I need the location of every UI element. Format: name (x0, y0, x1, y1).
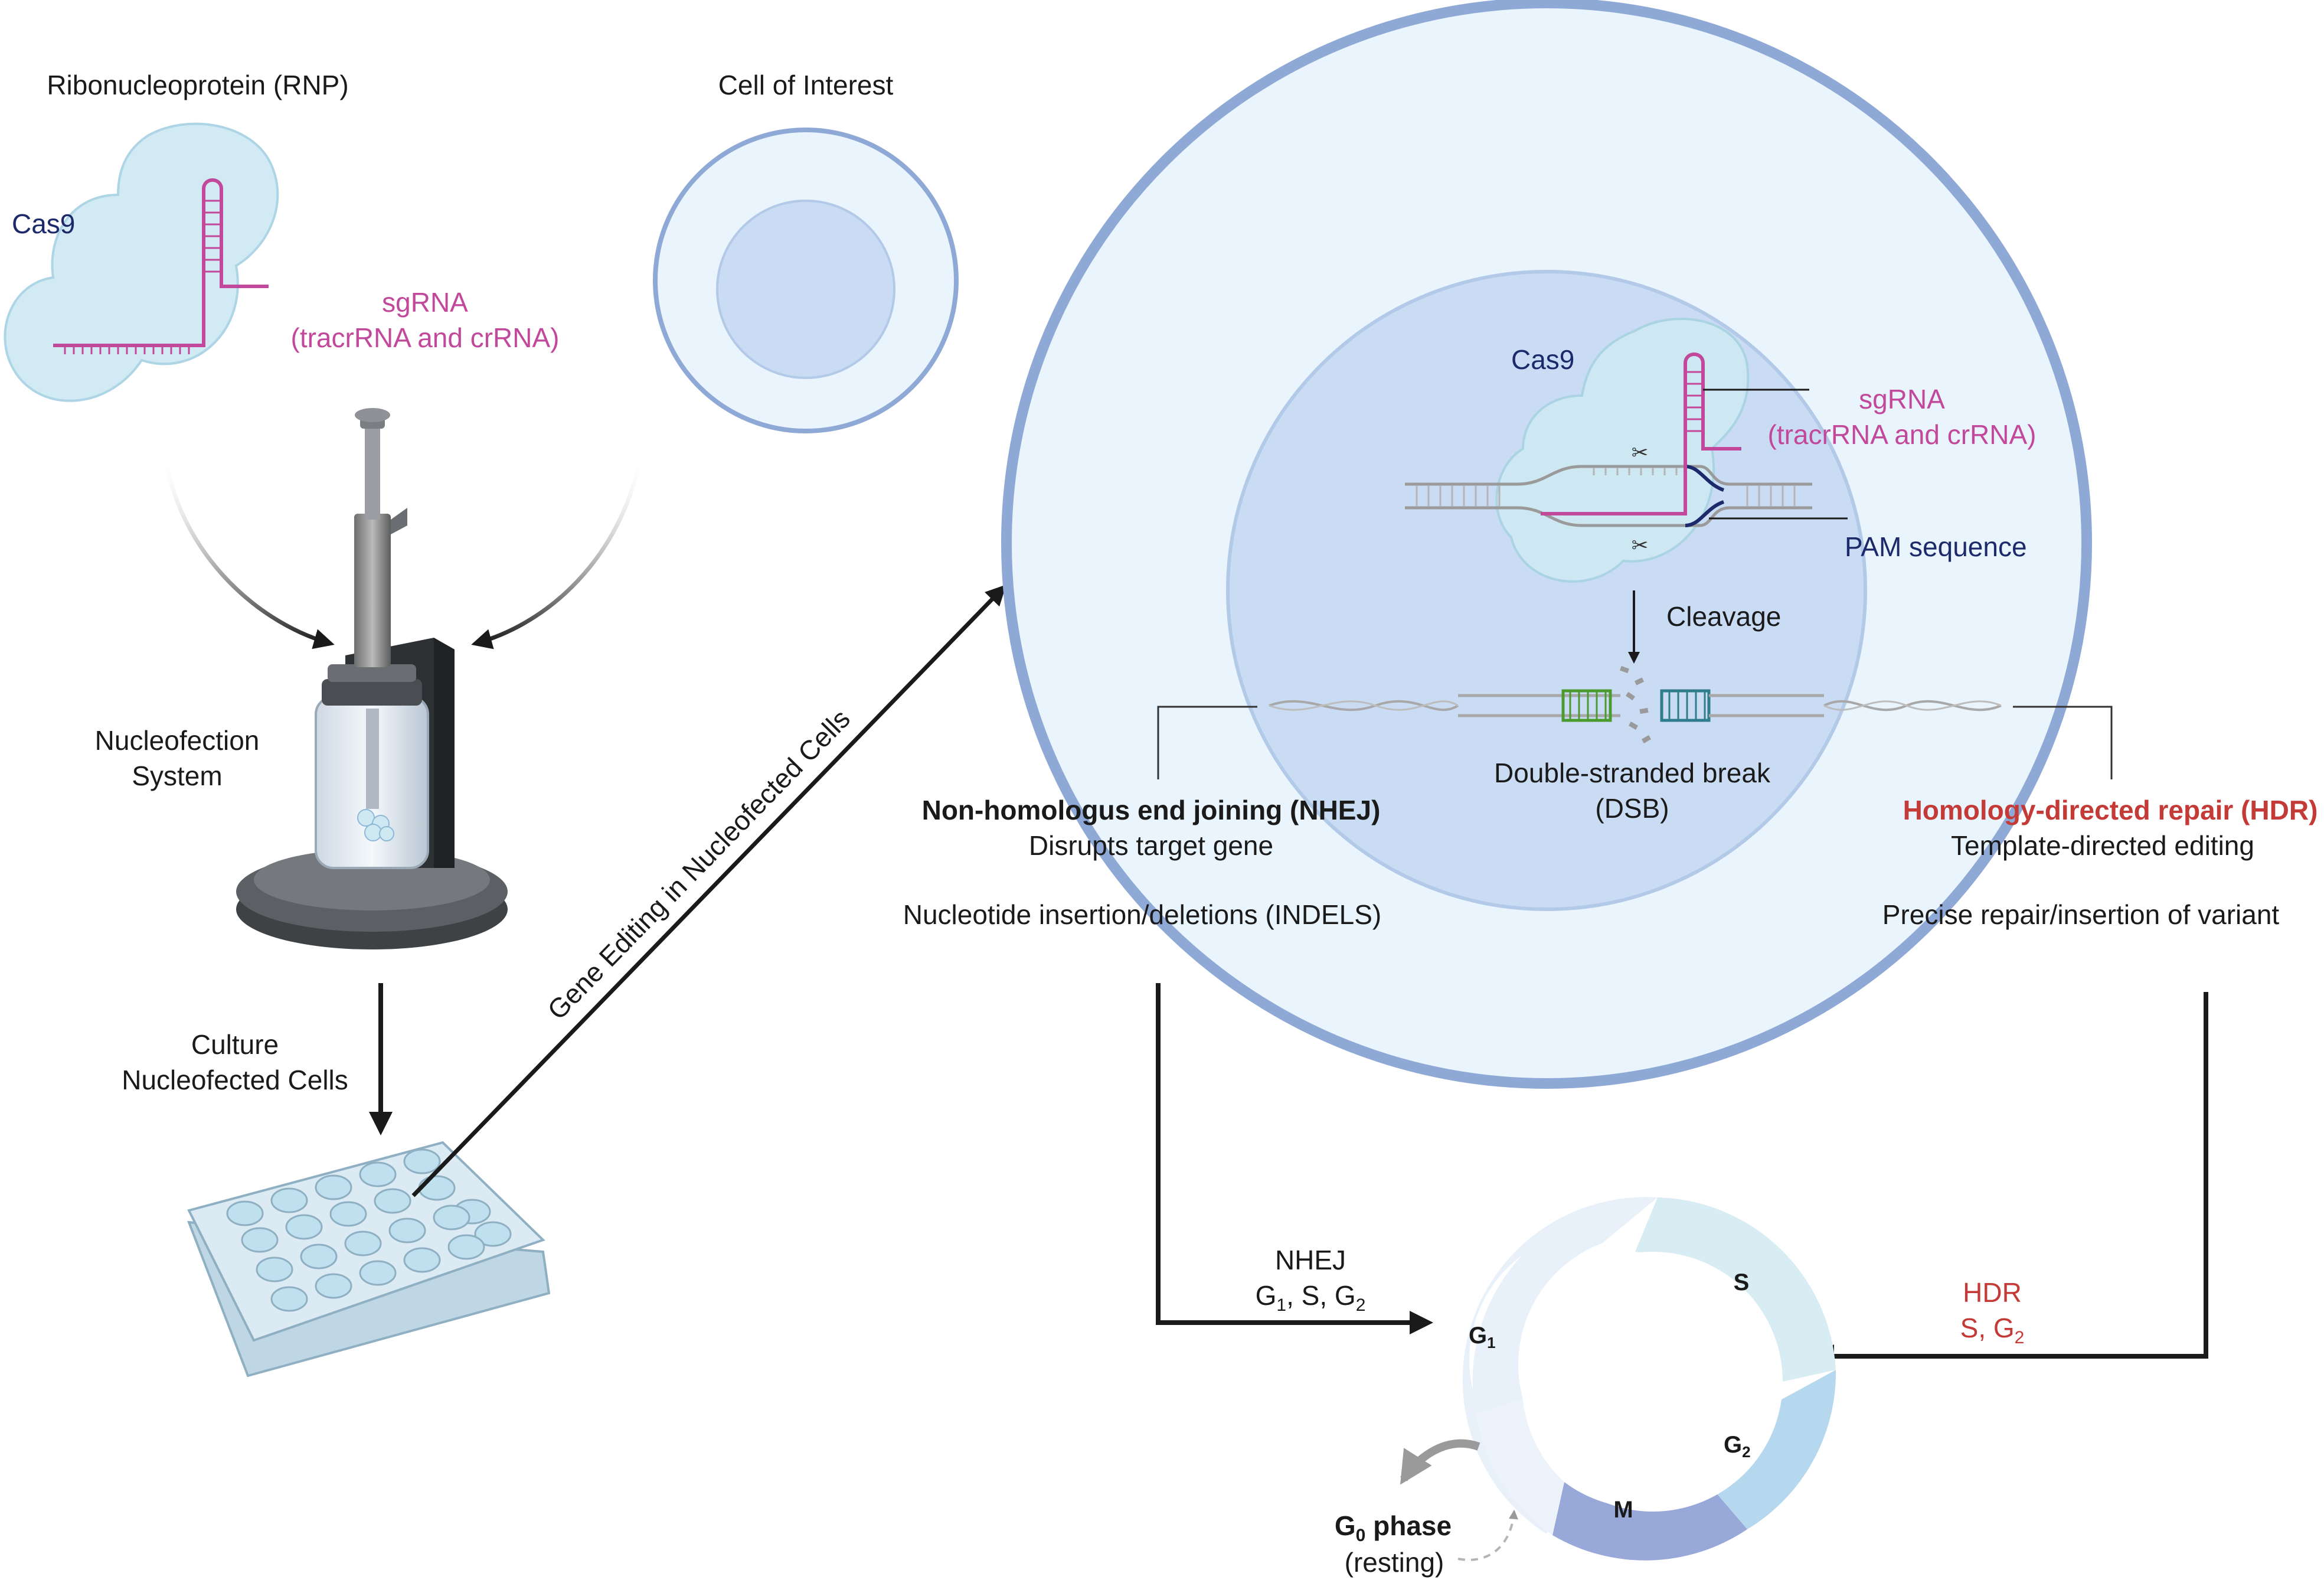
cas9-protein-left (4, 122, 279, 402)
cell-nucleus (716, 200, 895, 379)
nhej-phase-g2-sub: 2 (1356, 1295, 1366, 1315)
cycle-segment-g1-left (1476, 1399, 1564, 1535)
dsb-label-line2: (DSB) (1595, 793, 1669, 824)
nhej-end-green (1561, 689, 1612, 722)
sgrna-right (1541, 352, 1741, 515)
hdr-phase-s: S, G (1960, 1313, 2015, 1343)
g0-sub: 0 (1356, 1526, 1366, 1545)
device-back-panel-side (434, 638, 455, 868)
cell-of-interest-title: Cell of Interest (718, 70, 894, 100)
sgrna-label-right: sgRNA (1859, 384, 1945, 414)
broken-dna (1269, 665, 2002, 743)
pipette-body (354, 514, 391, 667)
hdr-subtitle: Template-directed editing (1951, 830, 2254, 861)
hdr-end-ticks (1668, 692, 1706, 719)
g0-resting: (resting) (1345, 1547, 1444, 1578)
gene-editing-label: Gene Editing in Nucleofected Cells (541, 703, 856, 1026)
cycle-segment-g2 (1712, 1370, 1836, 1529)
cas9-dna-complex: ✂ ✂ (1405, 318, 1812, 583)
cas9-label-left: Cas9 (12, 208, 75, 239)
sgrna-right-ticks (1685, 371, 1703, 432)
cell-bead-3 (364, 824, 382, 841)
dna-helix-left-2 (1269, 700, 1459, 711)
hdr-bracket (2013, 706, 2113, 779)
cycle-g1-sub: 1 (1487, 1334, 1495, 1352)
nucleofection-label-line1: Nucleofection (95, 725, 260, 756)
hdr-detail: Precise repair/insertion of variant (1882, 899, 2280, 930)
cycle-label-g2: G2 (1724, 1432, 1751, 1461)
pam-label: PAM sequence (1845, 531, 2027, 562)
nhej-end-ticks (1569, 692, 1607, 719)
hdr-title: Homology-directed repair (HDR) (1903, 795, 2318, 825)
nhej-phase-g: G (1256, 1280, 1277, 1311)
hdr-end-teal (1660, 689, 1711, 722)
sgrna-left-ticks (64, 200, 221, 354)
plate-wells (226, 1148, 512, 1312)
sgrna-sublabel-left: (tracrRNA and crRNA) (291, 322, 560, 353)
hdr-phase-g2-sub: 2 (2015, 1328, 2025, 1347)
cycle-label-m: M (1613, 1497, 1633, 1523)
scissors-icon-bottom: ✂ (1632, 534, 1649, 557)
scissors-icon-top: ✂ (1632, 442, 1649, 464)
rnp-title: Ribonucleoprotein (RNP) (47, 70, 348, 100)
target-dna-ticks (1416, 468, 1796, 507)
arrow-cell-to-nucleofection (471, 454, 643, 649)
cycle-g1-letter: G (1469, 1323, 1487, 1349)
nhej-title: Non-homologus end joining (NHEJ) (922, 795, 1381, 825)
nhej-detail: Nucleotide insertion/deletions (INDELS) (903, 899, 1382, 930)
arrow-to-g0 (1400, 1439, 1480, 1485)
cycle-label-s: S (1734, 1269, 1750, 1295)
hdr-phase-list: S, G2 (1960, 1313, 2025, 1347)
dna-helix-right-2 (1823, 700, 2002, 711)
nhej-phase-label: NHEJ (1275, 1245, 1346, 1275)
nucleofection-device (236, 408, 508, 949)
pipette-tip (366, 709, 379, 809)
culture-plate (187, 1141, 551, 1378)
g0-word: phase (1365, 1510, 1452, 1541)
cas9-label-right: Cas9 (1511, 344, 1574, 375)
hdr-phase-label: HDR (1963, 1277, 2022, 1308)
pipette-hook (391, 508, 407, 534)
nhej-phase-list: G1, S, G2 (1256, 1280, 1366, 1315)
cell-cycle-ring (1462, 1197, 1836, 1561)
arrow-from-g0 (1457, 1509, 1518, 1561)
nhej-phase-g1-sub: 1 (1276, 1295, 1286, 1315)
cell-of-interest (653, 128, 959, 433)
sgrna-sublabel-right: (tracrRNA and crRNA) (1768, 419, 2037, 450)
cell-bead-1 (357, 809, 375, 827)
cycle-g2-letter: G (1724, 1432, 1742, 1458)
sgrna-label-left: sgRNA (382, 287, 468, 318)
nucleofection-label-line2: System (132, 761, 222, 791)
g0-letter: G (1335, 1510, 1356, 1541)
nhej-subtitle: Disrupts target gene (1029, 830, 1273, 861)
g0-label: G0 phase (1335, 1510, 1452, 1545)
arrow-rnp-to-nucleofection (163, 454, 335, 649)
nhej-phase-sep: , S, G (1286, 1280, 1356, 1311)
pipette-plunger (365, 425, 380, 520)
dsb-fragments (1620, 665, 1652, 743)
cycle-center (1523, 1252, 1783, 1512)
arrow-hdr-to-cycle (1810, 992, 2208, 1368)
device-collar-ring (328, 664, 416, 682)
pam-segment (1685, 465, 1725, 527)
dsb-label-line1: Double-stranded break (1494, 758, 1771, 788)
sgrna-left (53, 178, 269, 347)
target-dna (1405, 465, 1812, 527)
cleavage-label: Cleavage (1666, 601, 1781, 632)
cycle-g2-sub: 2 (1742, 1443, 1750, 1461)
culture-label-line2: Nucleofected Cells (122, 1065, 348, 1095)
cycle-segment-g1-top (1472, 1197, 1658, 1414)
device-collar (322, 679, 422, 706)
pipette-knob (355, 408, 390, 422)
arrow-nhej-to-cycle (1156, 983, 1433, 1334)
culture-label-line1: Culture (191, 1029, 279, 1060)
cycle-label-g1: G1 (1469, 1323, 1496, 1352)
rnp-complex (4, 122, 279, 402)
arrow-gene-editing (411, 584, 1006, 1197)
cell-bead-4 (379, 826, 394, 841)
nhej-bracket (1157, 706, 1257, 779)
